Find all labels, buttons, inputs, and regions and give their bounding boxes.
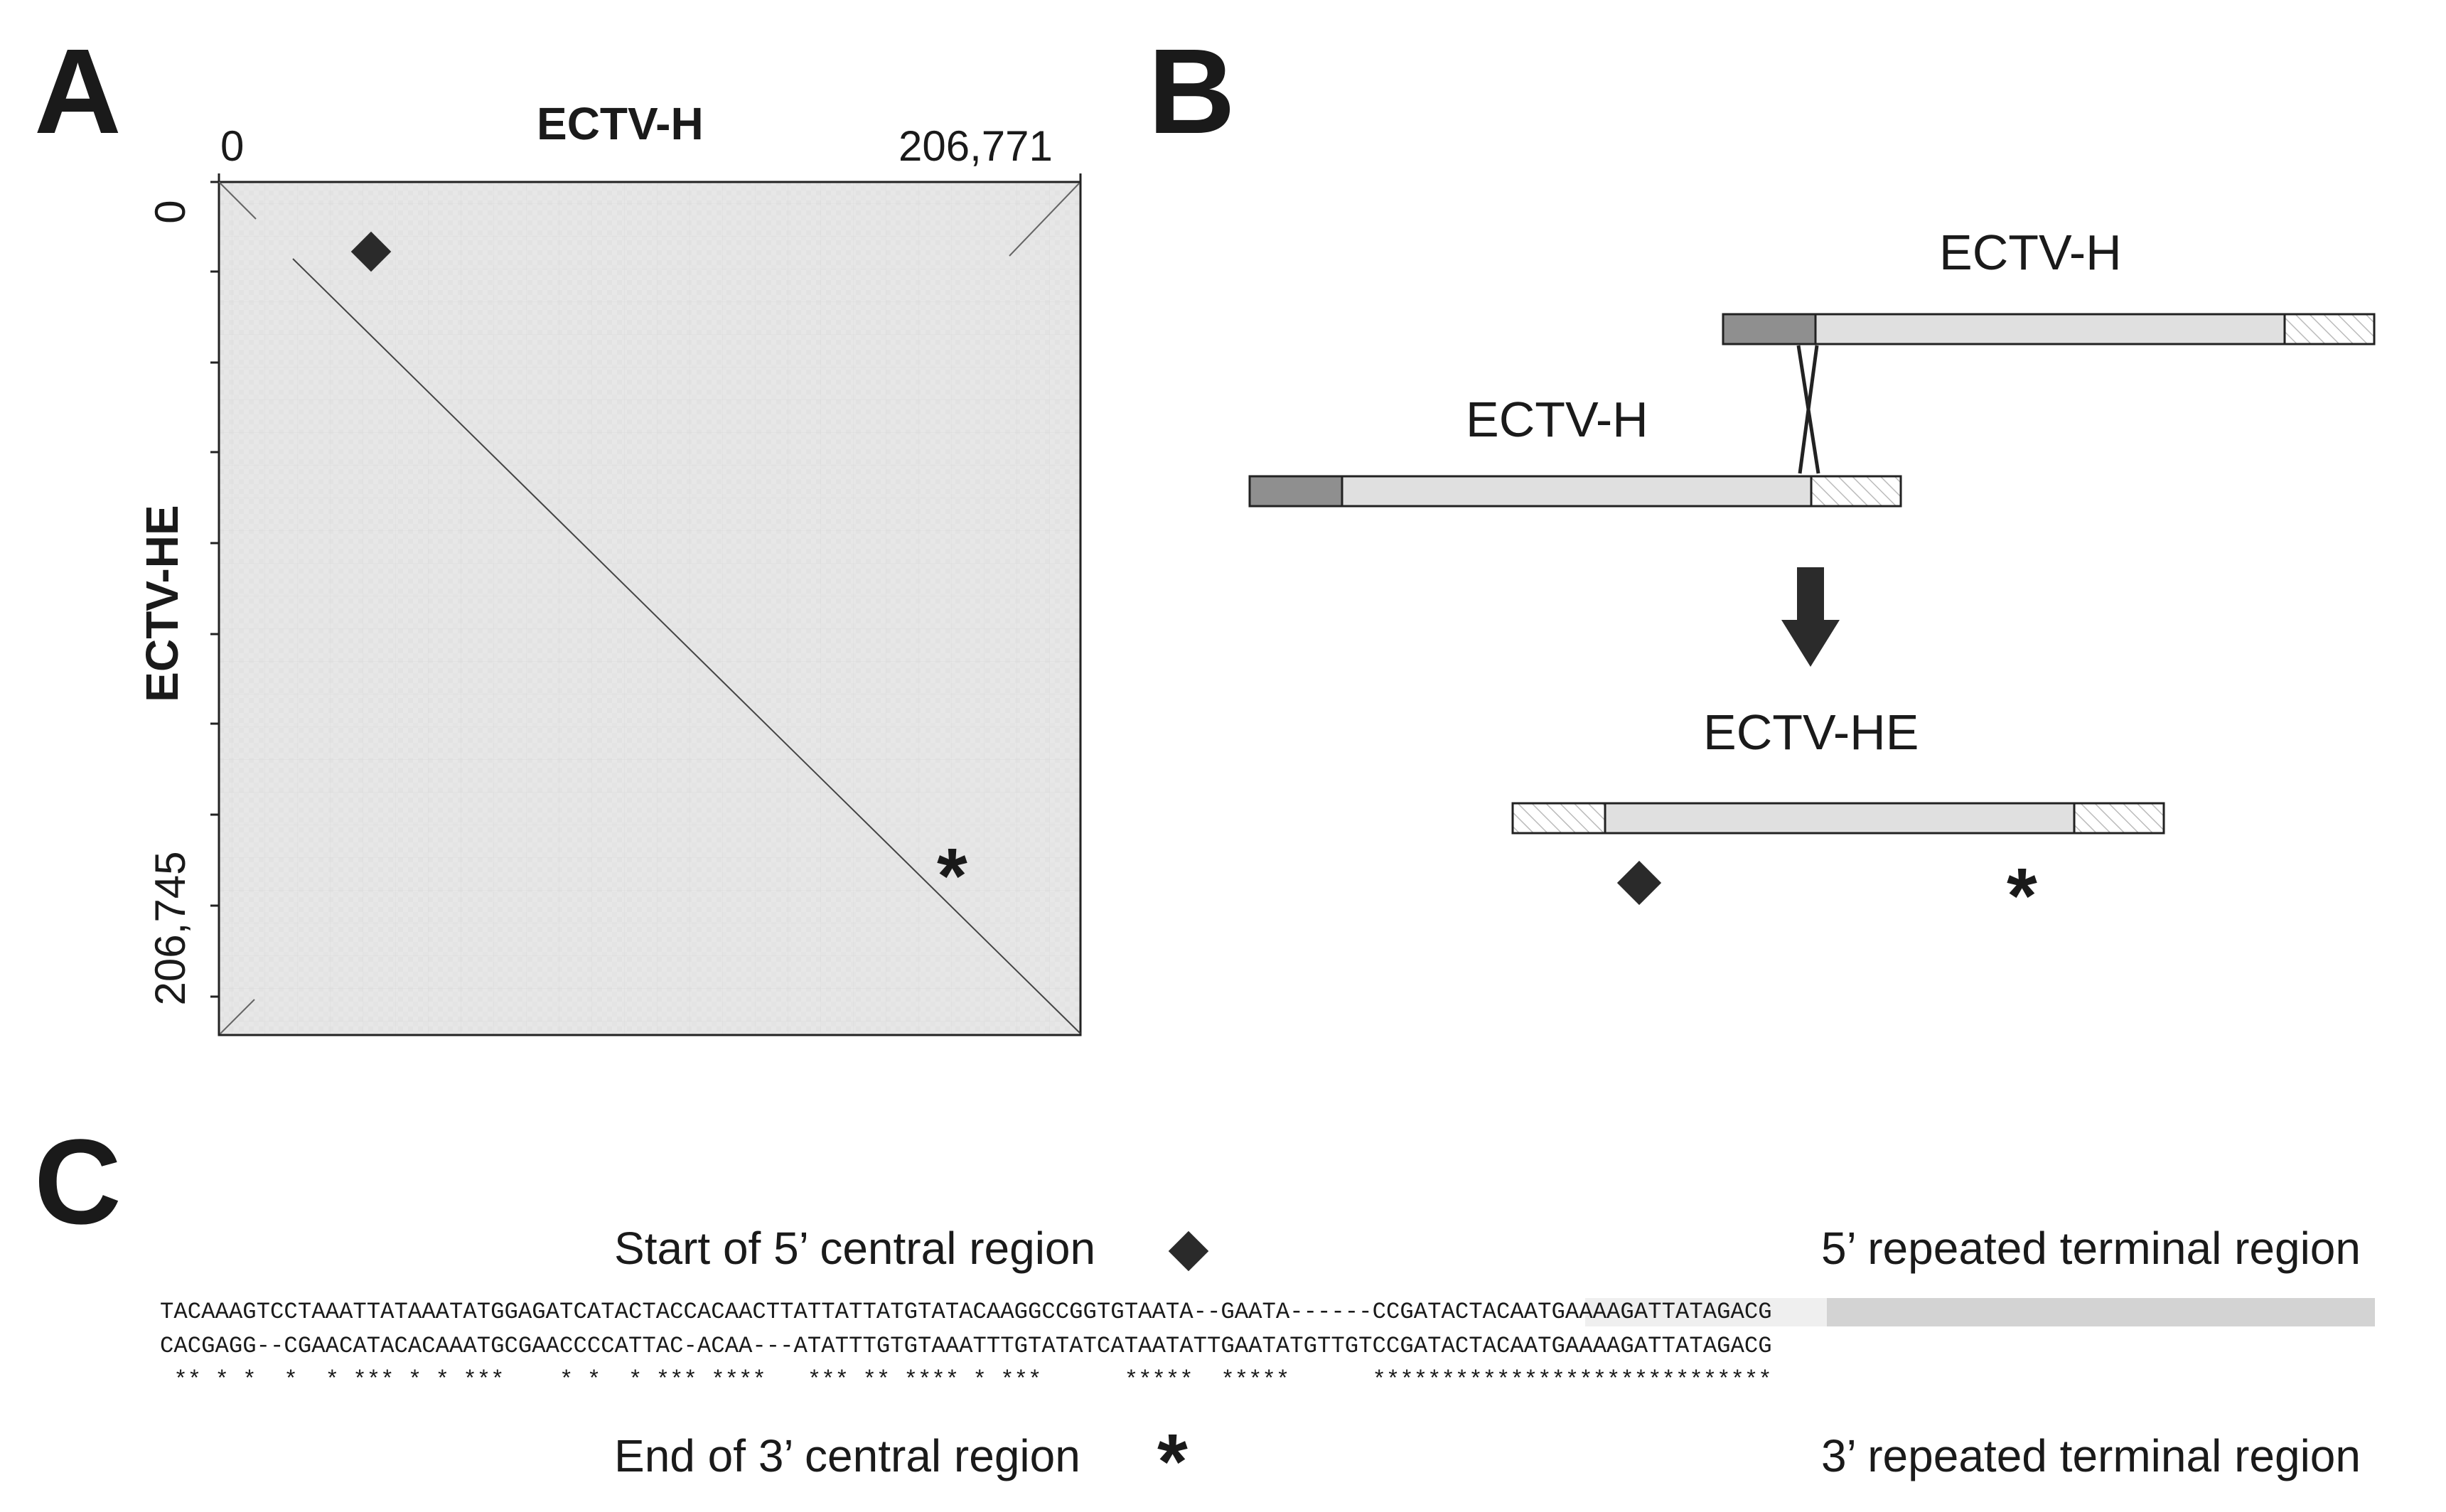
consensus-row: ** * * * * *** * * *** * * * *** **** **… [160, 1367, 1772, 1393]
panel-letter-a: A [34, 24, 122, 159]
repeat5-label: 5’ repeated terminal region [1821, 1223, 2361, 1274]
crossover-line-2 [1796, 345, 1820, 474]
panel-letter-b: B [1148, 24, 1235, 159]
seq1-terminal: CCGATACTACAATGAAAAGATTATAGACG [1372, 1299, 1772, 1325]
end-central-label: End of 3’ central region [614, 1430, 1080, 1481]
end-asterisk-marker: * [1157, 1418, 1188, 1506]
x-tick-start: 0 [220, 122, 245, 170]
recombination-diagram [1248, 313, 2376, 906]
result-asterisk-marker: * [2007, 852, 2037, 940]
main-diagonal [292, 258, 1081, 1034]
dot-plot [210, 173, 1082, 1036]
repeat-diagonal-bottom-left [220, 999, 255, 1034]
repeat-diagonal-top-right [1009, 183, 1080, 257]
y-axis-title: ECTV-HE [136, 505, 188, 702]
terminal-repeat-highlight [1827, 1298, 2375, 1326]
repeat-diagonal-top-left [218, 181, 257, 220]
y-tick-start: 0 [146, 200, 194, 224]
x-tick-end: 206,771 [899, 122, 1053, 170]
x-axis-title: ECTV-H [537, 98, 704, 149]
sequence-row-1: TACAAAGTCCTAAATTATAAATATGGAGATCATACTACCA… [160, 1299, 1772, 1325]
top-genome-bar [1722, 313, 2376, 345]
plot-frame [218, 181, 1082, 1036]
panel-letter-c: C [34, 1115, 122, 1250]
result-diamond-marker [1616, 860, 1662, 906]
middle-genome-bar [1248, 475, 1902, 508]
gap-shading [1585, 1298, 1827, 1326]
asterisk-marker: * [937, 832, 967, 920]
sequence-row-2: CACGAGG--CGAACATACACAAATGCGAACCCCATTAC-A… [160, 1333, 1772, 1359]
down-arrow [1781, 567, 1840, 667]
y-tick-end: 206,745 [146, 851, 194, 1006]
start-diamond-marker [1168, 1230, 1209, 1272]
seq1-central: TACAAAGTCCTAAATTATAAATATGGAGATCATACTACCA… [160, 1299, 1373, 1325]
middle-genome-label: ECTV-H [1466, 392, 1648, 447]
start-central-label: Start of 5’ central region [614, 1223, 1096, 1274]
result-genome-bar [1511, 802, 2165, 835]
repeat3-label: 3’ repeated terminal region [1821, 1430, 2361, 1481]
result-genome-label: ECTV-HE [1703, 704, 1919, 760]
top-genome-label: ECTV-H [1939, 225, 2122, 280]
